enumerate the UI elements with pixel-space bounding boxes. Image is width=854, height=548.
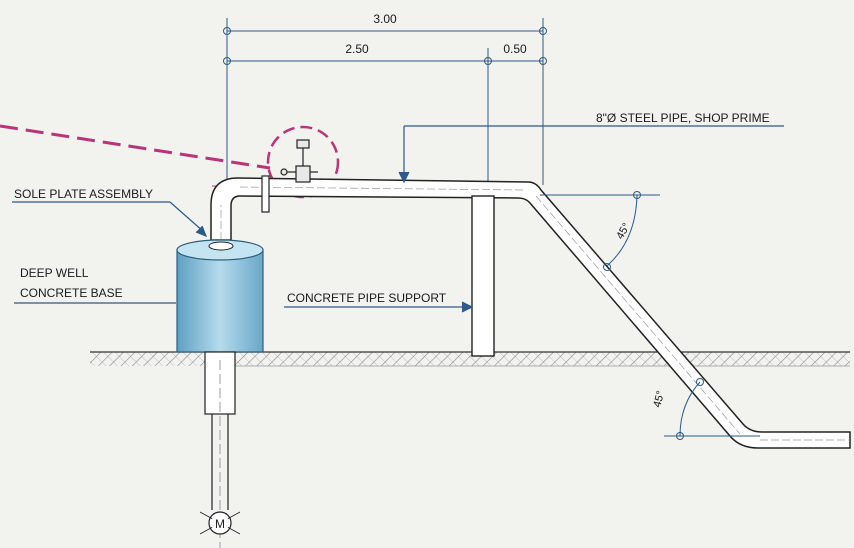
sole-plate-label: SOLE PLATE ASSEMBLY [14, 187, 153, 201]
support-label: CONCRETE PIPE SUPPORT [287, 291, 447, 305]
dimension-lines [223, 18, 547, 190]
pipe-flange [261, 175, 270, 213]
motor-icon [199, 511, 241, 535]
dimension-left-span: 2.50 [345, 42, 369, 56]
dimension-right-span: 0.50 [503, 42, 527, 56]
upper-angle-annotation [540, 191, 660, 271]
support-leader [284, 301, 474, 313]
base-label-line2: CONCRETE BASE [20, 286, 123, 300]
deep-well-concrete-base [176, 239, 264, 353]
pipe-label-leader [398, 125, 784, 184]
steel-pipe [210, 177, 851, 449]
upper-angle-label: 45° [614, 221, 633, 241]
pipe-label: 8"Ø STEEL PIPE, SHOP PRIME [596, 111, 770, 125]
ground [90, 351, 850, 367]
concrete-pipe-support [471, 195, 495, 357]
dimension-total: 3.00 [373, 12, 397, 26]
base-label-line1: DEEP WELL [20, 266, 89, 280]
sole-plate-leader [12, 201, 208, 238]
lower-angle-label: 45° [651, 390, 667, 409]
lower-angle-annotation [664, 378, 760, 440]
valve-icon [280, 139, 318, 183]
motor-label: M [215, 517, 225, 531]
